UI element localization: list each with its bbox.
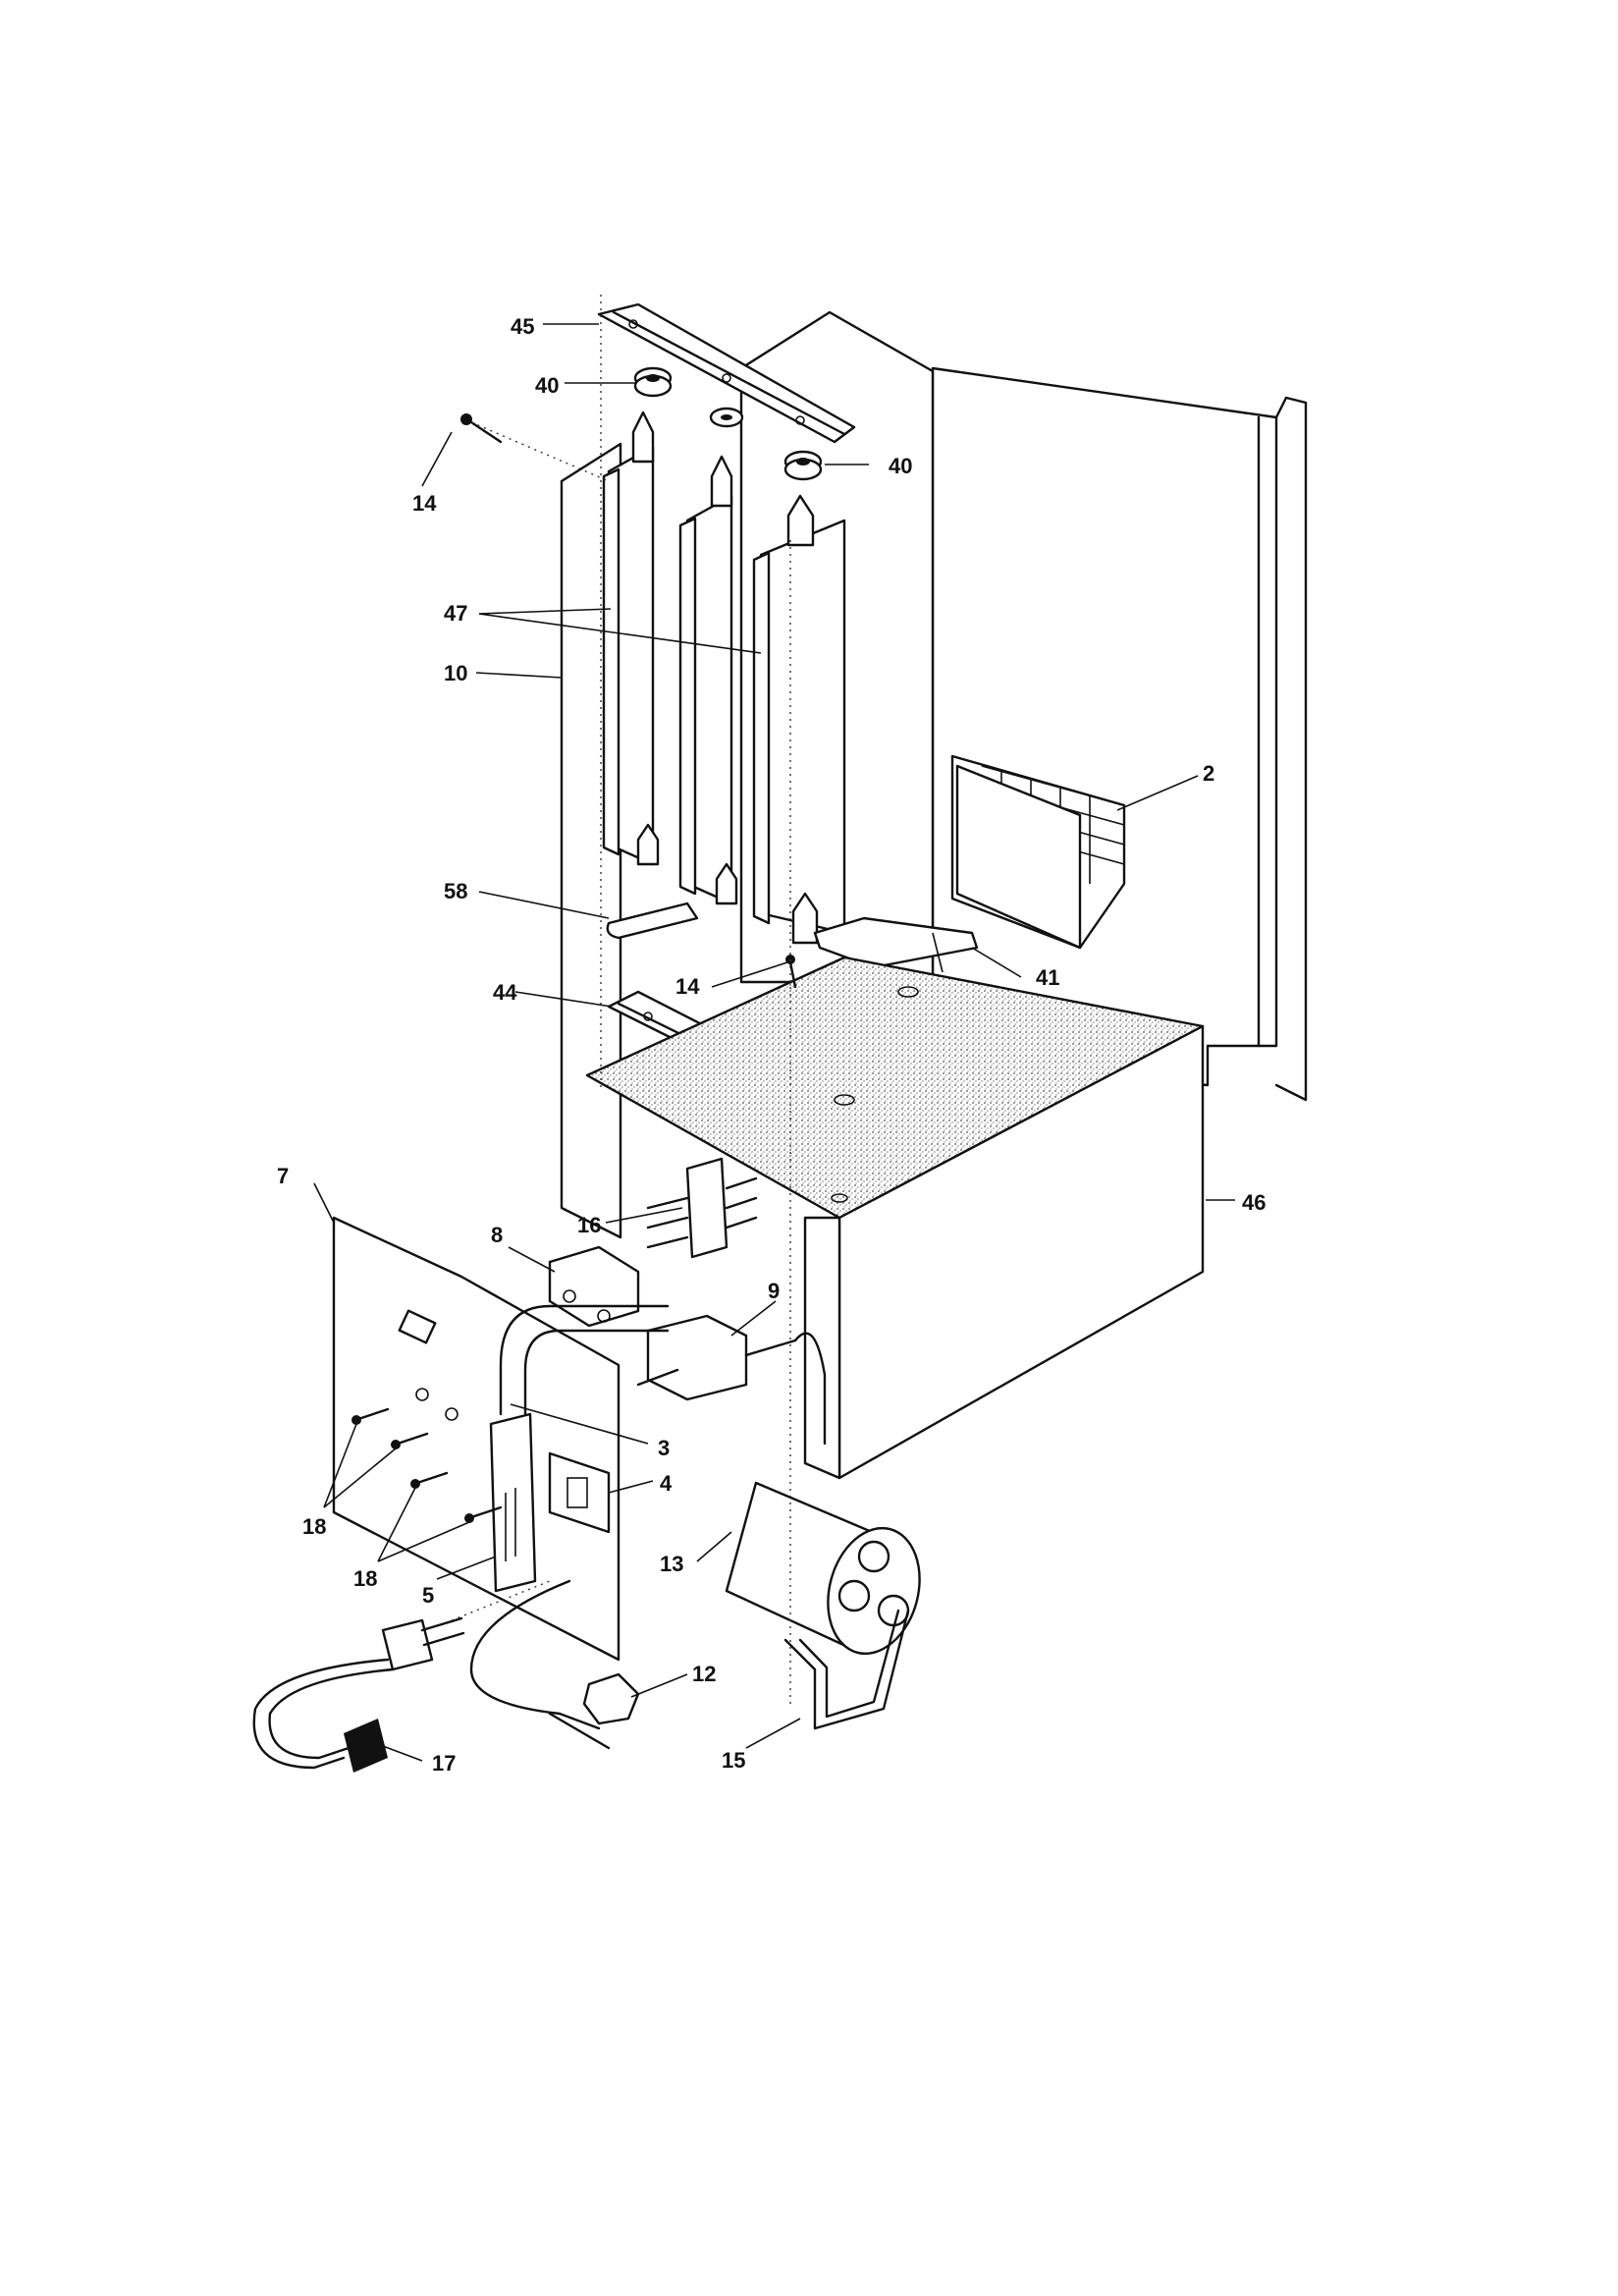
callout-9: 9	[768, 1279, 780, 1303]
terminal-block	[646, 1157, 758, 1259]
callout-45: 45	[511, 314, 534, 339]
filter	[950, 754, 1126, 950]
element-holder	[606, 902, 699, 940]
heating-element-2	[678, 455, 738, 905]
callout-8: 8	[491, 1223, 503, 1247]
sensor-probe	[469, 1579, 640, 1750]
capacitor-strap	[783, 1609, 910, 1730]
callout-15: 15	[722, 1748, 745, 1773]
callout-4: 4	[660, 1471, 673, 1496]
callout-14-lower: 14	[675, 974, 700, 999]
callout-58: 58	[444, 879, 467, 903]
callout-14-upper: 14	[412, 491, 437, 516]
callout-46: 46	[1242, 1190, 1266, 1215]
assembly-guides	[451, 295, 791, 1709]
callout-44: 44	[493, 980, 517, 1005]
leader-lines	[313, 323, 1235, 1762]
screw-3	[410, 1471, 449, 1489]
thermostat	[636, 1314, 797, 1401]
switch-plate	[548, 1451, 611, 1534]
callout-40-right: 40	[889, 454, 912, 478]
control-switch	[548, 1245, 640, 1328]
capacitor	[725, 1481, 921, 1656]
callout-18-left: 18	[302, 1514, 326, 1539]
heating-element-3	[752, 494, 846, 945]
callout-18-right: 18	[353, 1566, 377, 1591]
callout-5: 5	[422, 1583, 434, 1608]
callout-16: 16	[577, 1213, 601, 1237]
callout-41: 41	[1036, 965, 1059, 990]
callout-3: 3	[658, 1436, 670, 1460]
power-cord	[252, 1616, 465, 1773]
callout-17: 17	[432, 1751, 456, 1776]
wiring	[793, 1332, 827, 1446]
callout-40-top: 40	[535, 373, 559, 398]
callout-13: 13	[660, 1552, 683, 1576]
housing-body	[803, 1024, 1205, 1480]
callout-10: 10	[444, 661, 467, 685]
screw-set	[351, 1407, 503, 1523]
callout-12: 12	[692, 1662, 716, 1686]
grommet-right	[783, 450, 823, 481]
side-bracket	[813, 916, 979, 973]
callout-labels: 45 40 14 40 47 10 2 58 14 41 44 7 16 46 …	[277, 314, 1266, 1776]
callout-7: 7	[277, 1164, 289, 1188]
screw-4	[464, 1505, 503, 1523]
mounting-bracket	[489, 1304, 670, 1593]
grommet-top	[633, 366, 673, 398]
grommet-middle	[709, 407, 744, 428]
top-bracket	[597, 302, 856, 444]
callout-47: 47	[444, 601, 467, 626]
heating-element-1	[602, 410, 660, 866]
screw-2	[391, 1432, 429, 1449]
screw-1	[351, 1407, 390, 1425]
callout-2: 2	[1203, 761, 1214, 786]
screw-upper	[460, 413, 503, 444]
